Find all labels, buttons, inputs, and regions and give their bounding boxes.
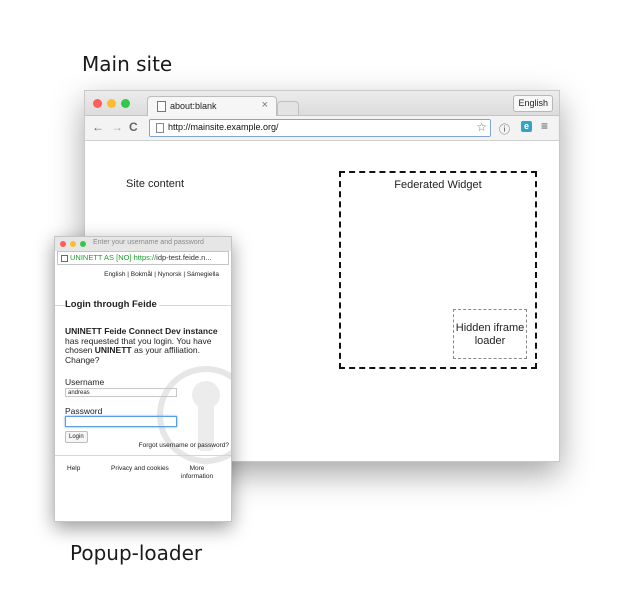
footer-more-link[interactable]: More information (180, 465, 214, 480)
hidden-iframe-loader: Hidden iframe loader (453, 309, 527, 359)
maximize-window-button[interactable] (121, 99, 130, 108)
minimize-window-button[interactable] (107, 99, 116, 108)
request-affiliation: UNINETT (94, 345, 132, 355)
browser-titlebar: about:blank × English (85, 91, 559, 116)
login-heading: Login through Feide (65, 299, 159, 310)
extension-icon[interactable]: e (521, 121, 532, 132)
reload-icon[interactable]: C (129, 120, 138, 134)
popup-minimize-button[interactable] (70, 241, 76, 247)
address-url: http://mainsite.example.org/ (168, 122, 279, 132)
tab-title: about:blank (170, 101, 217, 111)
page-icon (157, 101, 166, 112)
popup-titlebar: Enter your username and password (55, 237, 231, 251)
new-tab-button[interactable] (277, 101, 299, 115)
footer-divider (55, 455, 231, 456)
info-icon[interactable]: ⓘ (499, 124, 510, 136)
username-field[interactable]: andreas (65, 388, 177, 397)
widget-label: Federated Widget (394, 179, 482, 191)
forward-arrow-icon[interactable]: → (111, 120, 123, 134)
popup-close-button[interactable] (60, 241, 66, 247)
site-content-label: Site content (126, 178, 185, 190)
page-icon (156, 123, 164, 133)
request-service-name: UNINETT Feide Connect Dev instance (65, 326, 218, 336)
popup-url: https://idp-test.feide.n... (134, 253, 212, 262)
password-label: Password (65, 406, 103, 416)
login-request-text: UNINETT Feide Connect Dev instance has r… (65, 326, 218, 365)
footer-privacy-link[interactable]: Privacy and cookies (111, 465, 169, 472)
address-bar[interactable]: http://mainsite.example.org/ ☆ (149, 119, 491, 137)
tab-close-icon[interactable]: × (261, 99, 268, 111)
popup-address-bar[interactable]: UNINETT AS [NO] https://idp-test.feide.n… (57, 251, 229, 265)
lock-icon (61, 254, 68, 262)
back-arrow-icon[interactable]: ← (92, 120, 104, 134)
forgot-password-link[interactable]: Forgot username or password? (138, 442, 229, 449)
keyhole-icon (157, 366, 231, 464)
username-label: Username (65, 377, 105, 387)
close-window-button[interactable] (93, 99, 102, 108)
popup-maximize-button[interactable] (80, 241, 86, 247)
language-button[interactable]: English (513, 95, 553, 112)
popup-title: Enter your username and password (93, 239, 204, 246)
footer-help-link[interactable]: Help (67, 465, 81, 472)
popup-url-scheme: https:// (133, 253, 157, 262)
menu-icon[interactable]: ≡ (541, 119, 549, 133)
login-button[interactable]: Login (65, 431, 88, 443)
password-field[interactable] (65, 416, 177, 427)
language-links[interactable]: English | Bokmål | Nynorsk | Sámegiella (104, 271, 219, 278)
popup-loader-caption: Popup-loader (70, 541, 203, 565)
certificate-org: UNINETT AS [NO] (70, 253, 132, 262)
star-icon[interactable]: ☆ (476, 120, 487, 134)
popup-url-host: idp-test.feide.n... (156, 253, 212, 262)
browser-toolbar: ← → C http://mainsite.example.org/ ☆ ⓘ e… (85, 116, 559, 141)
main-site-caption: Main site (82, 52, 173, 76)
federated-widget: Federated Widget Hidden iframe loader (339, 171, 537, 369)
browser-tab[interactable]: about:blank × (147, 96, 277, 116)
popup-window: Enter your username and password UNINETT… (54, 236, 232, 522)
